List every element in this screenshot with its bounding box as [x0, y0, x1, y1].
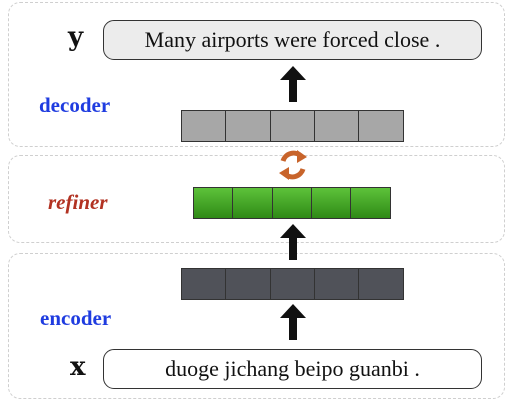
decoder-vector-cell: [314, 110, 360, 142]
output-sentence-box: Many airports were forced close .: [103, 20, 482, 60]
input-variable-x: x: [70, 352, 86, 382]
encoder-vector: [181, 268, 404, 300]
refiner-vector-cell: [193, 187, 234, 219]
refiner-vector-cell: [232, 187, 273, 219]
refiner-vector-cell: [271, 187, 313, 219]
decoder-vector-cell: [181, 110, 227, 142]
decoder-vector-cell: [269, 110, 316, 142]
refiner-panel: [8, 155, 505, 243]
refiner-vector-cell: [311, 187, 352, 219]
output-variable-y: y: [68, 22, 84, 52]
refiner-vector: [193, 187, 391, 219]
refiner-label: refiner: [48, 190, 108, 214]
up-arrow-icon: [280, 66, 306, 102]
encoder-vector-cell: [269, 268, 316, 300]
encoder-vector-cell: [225, 268, 271, 300]
encoder-panel: [8, 253, 505, 399]
decoder-vector-cell: [225, 110, 271, 142]
encoder-vector-cell: [358, 268, 404, 300]
encoder-label: encoder: [40, 306, 112, 330]
encoder-vector-cell: [314, 268, 360, 300]
encoder-vector-cell: [181, 268, 227, 300]
input-sentence-box: duoge jichang beipo guanbi .: [103, 349, 482, 389]
up-arrow-icon: [280, 304, 306, 340]
refiner-vector-cell: [350, 187, 391, 219]
decoder-panel: [8, 2, 505, 147]
decoder-vector: [181, 110, 404, 142]
up-arrow-icon: [280, 224, 306, 260]
decoder-label: decoder: [39, 93, 111, 117]
output-sentence: Many airports were forced close .: [144, 27, 441, 52]
refresh-icon: [279, 150, 307, 180]
decoder-vector-cell: [358, 110, 404, 142]
input-sentence: duoge jichang beipo guanbi .: [165, 356, 420, 381]
